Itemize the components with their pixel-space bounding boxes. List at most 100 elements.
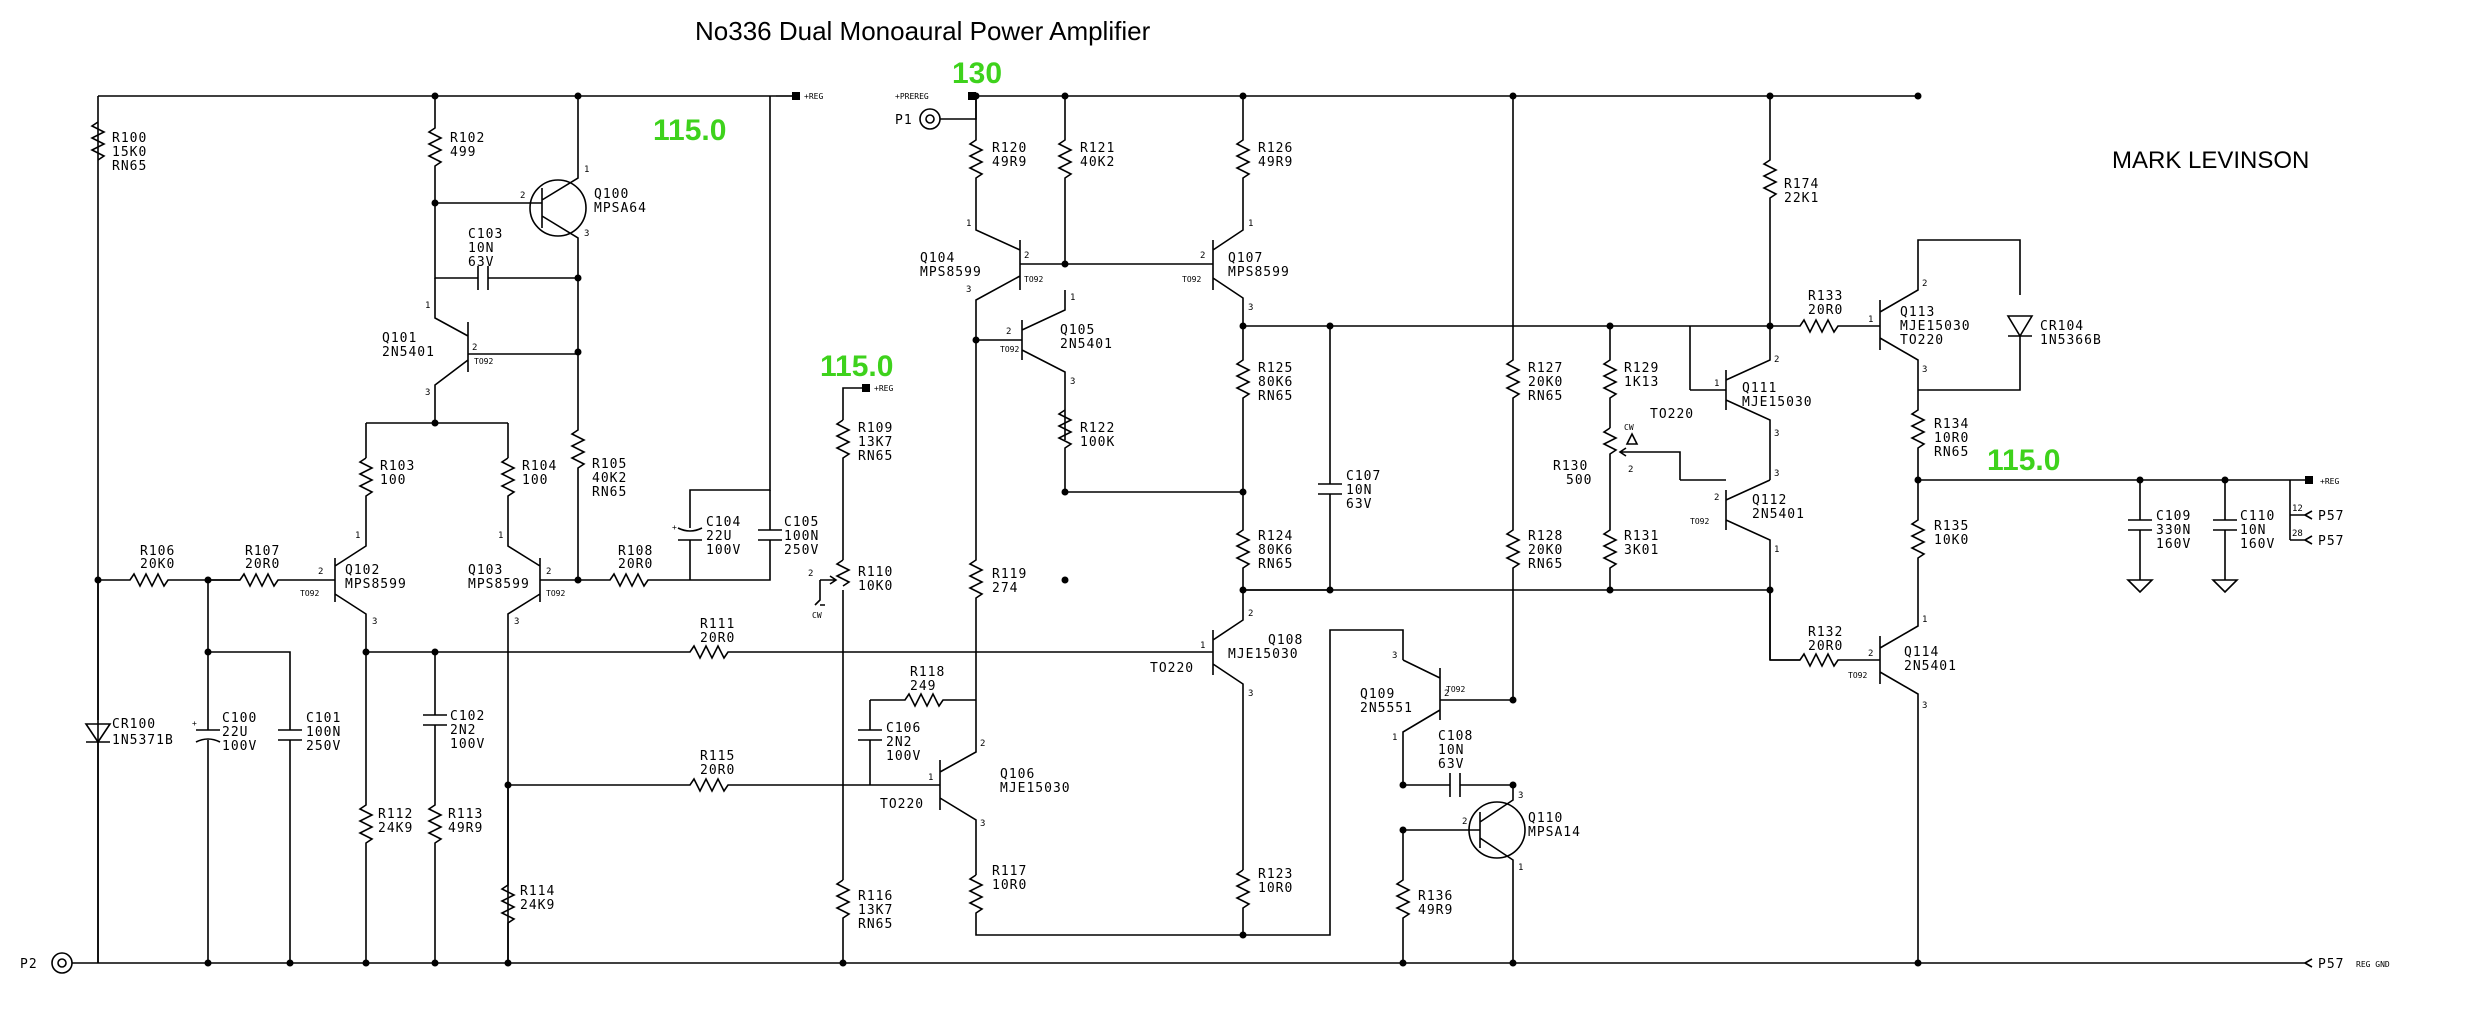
svg-text:49R9: 49R9 (1418, 903, 1453, 918)
voltage-130: 130 (952, 57, 1002, 90)
svg-text:20R0: 20R0 (245, 557, 280, 572)
reg-terminal-mid[interactable]: +REG (842, 384, 893, 420)
svg-text:1: 1 (1200, 641, 1205, 651)
svg-text:100V: 100V (450, 737, 485, 752)
svg-text:2: 2 (318, 567, 323, 577)
svg-text:C105: C105 (784, 515, 819, 530)
svg-text:63V: 63V (1346, 497, 1372, 512)
svg-text:2: 2 (1714, 493, 1719, 503)
svg-text:MPSA64: MPSA64 (594, 201, 647, 216)
svg-text:2N2: 2N2 (886, 735, 912, 750)
r127: R127 20K0 RN65 (1505, 96, 1562, 520)
r119: R119 274 (968, 340, 1027, 700)
svg-text:3: 3 (425, 388, 430, 398)
svg-text:R134: R134 (1934, 417, 1969, 432)
svg-text:+REG: +REG (804, 92, 823, 101)
svg-text:R110: R110 (858, 565, 893, 580)
svg-text:P57: P57 (2318, 957, 2344, 972)
svg-text:C106: C106 (886, 721, 921, 736)
r125: R125 80K6 RN65 (1235, 326, 1293, 492)
svg-text:1: 1 (498, 531, 503, 541)
svg-text:1N5371B: 1N5371B (112, 733, 174, 748)
svg-text:330N: 330N (2156, 523, 2191, 538)
svg-text:R112: R112 (378, 807, 413, 822)
svg-text:3: 3 (372, 617, 377, 627)
r107: R107 20R0 (208, 544, 335, 588)
svg-text:Q107: Q107 (1228, 251, 1263, 266)
svg-text:TO220: TO220 (1150, 661, 1194, 676)
p2-input-connector[interactable]: P2 (20, 952, 98, 974)
svg-text:499: 499 (450, 145, 476, 160)
svg-text:RN65: RN65 (1934, 445, 1969, 460)
svg-text:22U: 22U (706, 529, 732, 544)
svg-text:Q106: Q106 (1000, 767, 1035, 782)
r110-trimmer[interactable]: 2 CW R110 10K0 (808, 530, 893, 880)
svg-text:MPSA14: MPSA14 (1528, 825, 1581, 840)
r132: R132 20R0 (1769, 590, 1880, 668)
svg-text:R107: R107 (245, 544, 280, 559)
svg-text:2: 2 (472, 343, 477, 353)
svg-text:40K2: 40K2 (1080, 155, 1115, 170)
svg-text:3K01: 3K01 (1624, 543, 1659, 558)
svg-text:10R0: 10R0 (992, 878, 1027, 893)
c100: + C100 22U 100V (192, 580, 256, 963)
q105: 123 TO92 Q105 2N5401 (976, 290, 1112, 440)
svg-text:3: 3 (966, 285, 971, 295)
r130-trimmer[interactable]: 2 CW R130 500 (1553, 423, 1681, 520)
svg-text:1N5366B: 1N5366B (2040, 333, 2102, 348)
r114: R114 24K9 (500, 785, 554, 963)
q107: 123 TO92 Q107 MPS8599 (1182, 212, 1290, 326)
svg-text:2: 2 (1248, 609, 1253, 619)
c110: C110 10N 160V (2211, 480, 2274, 594)
svg-text:MPS8599: MPS8599 (920, 265, 982, 280)
svg-text:R125: R125 (1258, 361, 1293, 376)
svg-text:2: 2 (1462, 817, 1467, 827)
prereg-terminal[interactable]: +PREREG (895, 92, 976, 101)
svg-text:10R0: 10R0 (1258, 881, 1293, 896)
svg-text:1: 1 (584, 165, 589, 175)
svg-text:Q114: Q114 (1904, 645, 1939, 660)
svg-text:R105: R105 (592, 457, 627, 472)
svg-text:R121: R121 (1080, 141, 1115, 156)
svg-text:13K7: 13K7 (858, 435, 893, 450)
p57-connector[interactable]: 12 28 P57 P57 (2289, 480, 2344, 549)
svg-text:3: 3 (514, 617, 519, 627)
svg-text:TO92: TO92 (300, 589, 319, 598)
svg-text:10N: 10N (1346, 483, 1372, 498)
svg-text:3: 3 (980, 819, 985, 829)
svg-text:CW: CW (1624, 423, 1634, 432)
svg-text:R119: R119 (992, 567, 1027, 582)
svg-text:3: 3 (1248, 689, 1253, 699)
svg-text:1: 1 (355, 531, 360, 541)
p57-reg-gnd-connector[interactable]: P57 REG GND (2304, 957, 2390, 972)
svg-text:R113: R113 (448, 807, 483, 822)
svg-text:Q108: Q108 (1268, 633, 1303, 648)
reg-terminal-top[interactable]: +REG (776, 92, 823, 101)
q109: 321 TO92 Q109 2N5551 (1360, 651, 1513, 785)
svg-text:2N5401: 2N5401 (1904, 659, 1957, 674)
brand-label: MARK LEVINSON (2112, 147, 2309, 174)
svg-text:RN65: RN65 (112, 159, 147, 174)
svg-text:TO220: TO220 (1900, 333, 1944, 348)
svg-text:MPS8599: MPS8599 (1228, 265, 1290, 280)
svg-text:C103: C103 (468, 227, 503, 242)
q112: 231 TO92 Q112 2N5401 (1680, 469, 1804, 590)
r174: R174 22K1 (1762, 96, 1818, 326)
svg-text:100K: 100K (1080, 435, 1115, 450)
svg-text:20R0: 20R0 (1808, 303, 1843, 318)
svg-text:1: 1 (1518, 863, 1523, 873)
svg-text:10K0: 10K0 (1934, 533, 1969, 548)
r103: R103 100 (358, 457, 414, 540)
svg-text:R135: R135 (1934, 519, 1969, 534)
svg-text:R120: R120 (992, 141, 1027, 156)
svg-text:2N5551: 2N5551 (1360, 701, 1413, 716)
c102: C102 2N2 100V (423, 652, 485, 800)
reg-terminal-out[interactable]: +REG (2305, 476, 2339, 486)
svg-text:R132: R132 (1808, 625, 1843, 640)
svg-text:RN65: RN65 (1528, 557, 1563, 572)
svg-text:TO92: TO92 (1182, 275, 1201, 284)
svg-text:3: 3 (1922, 701, 1927, 711)
svg-text:3: 3 (1922, 365, 1927, 375)
svg-text:80K6: 80K6 (1258, 543, 1293, 558)
r135: R135 10K0 (1910, 480, 1969, 620)
